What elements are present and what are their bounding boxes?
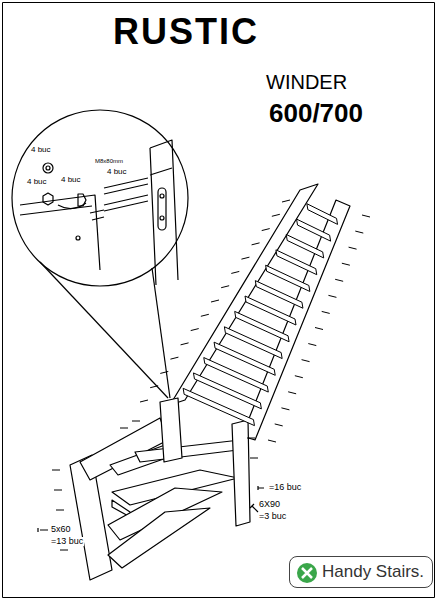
screw — [288, 392, 296, 394]
screw — [191, 329, 199, 331]
screw — [268, 440, 276, 442]
screw — [60, 550, 68, 551]
screw — [211, 300, 219, 302]
leader-line — [40, 262, 168, 398]
screw — [302, 360, 310, 362]
screw — [262, 229, 270, 231]
tread — [307, 204, 338, 225]
screw — [315, 328, 323, 330]
screw — [132, 421, 140, 422]
plug-icon — [258, 486, 264, 490]
screw — [231, 271, 239, 273]
screw — [160, 371, 168, 373]
detail-bolt — [104, 178, 148, 211]
screw — [221, 286, 229, 288]
subtitle: 600/700 — [268, 100, 364, 126]
detail-arrow — [58, 203, 86, 209]
screw — [322, 311, 330, 313]
newel-post — [160, 398, 182, 462]
screw — [355, 231, 363, 233]
screw — [335, 279, 343, 281]
part-count: =13 buc — [50, 537, 84, 546]
screw — [272, 214, 280, 216]
detail-hole — [76, 236, 80, 240]
tread — [286, 234, 323, 257]
detail-tread — [20, 195, 100, 270]
screw — [362, 215, 370, 217]
stringer — [170, 184, 318, 405]
screw — [328, 295, 336, 297]
screw — [247, 438, 255, 439]
subtitle: WINDER — [265, 72, 348, 92]
screw — [275, 424, 283, 426]
detail-circle — [12, 110, 188, 286]
detail-washer — [46, 166, 50, 170]
part-count: M8x80mm — [94, 158, 124, 164]
tread — [297, 219, 331, 241]
detail-bolt-end — [90, 210, 104, 220]
tread — [183, 388, 254, 425]
part-count: 4 buc — [106, 168, 128, 176]
detail-stringer — [150, 140, 178, 285]
screw — [140, 400, 148, 402]
logo-icon — [297, 563, 317, 583]
tread — [276, 250, 317, 275]
screw — [201, 314, 209, 316]
part-count: 4 buc — [26, 178, 48, 186]
screw — [181, 343, 189, 345]
detail-slot — [158, 188, 166, 230]
screw — [54, 490, 62, 491]
part-count: 6X90 — [258, 500, 281, 509]
screw — [170, 357, 178, 359]
detail-hole — [160, 194, 164, 198]
winder-tread — [108, 508, 210, 568]
part-count: =3 buc — [258, 512, 287, 521]
part-count: 4 buc — [30, 146, 52, 154]
tread — [266, 265, 310, 291]
screw — [241, 257, 249, 259]
screw — [120, 428, 128, 429]
screw — [52, 470, 60, 471]
winder-tread — [135, 440, 240, 462]
newel-post — [232, 420, 250, 526]
logo-disc — [297, 563, 317, 583]
logo-text: Handy Stairs. — [322, 562, 424, 581]
leader-line — [152, 268, 170, 398]
screw — [342, 263, 350, 265]
screw — [150, 386, 158, 388]
part-count: 4 buc — [60, 176, 82, 184]
screw — [252, 243, 260, 245]
screw-icon — [250, 504, 258, 512]
screw — [56, 510, 64, 511]
part-count: 5x60 — [50, 525, 72, 534]
detail-hole — [160, 216, 164, 220]
part-count: =16 buc — [268, 483, 302, 492]
detail-nut — [43, 193, 53, 205]
title: RUSTIC — [112, 14, 260, 50]
screw — [282, 200, 290, 202]
logo-tools — [302, 568, 312, 578]
screw-icon — [38, 528, 48, 532]
page-border — [3, 3, 435, 598]
screw — [295, 376, 303, 378]
screw — [250, 458, 258, 459]
screw — [281, 408, 289, 410]
logo-box: Handy Stairs. — [289, 556, 433, 588]
screw — [349, 247, 357, 249]
screw — [308, 344, 316, 346]
detail-washer — [43, 163, 53, 173]
